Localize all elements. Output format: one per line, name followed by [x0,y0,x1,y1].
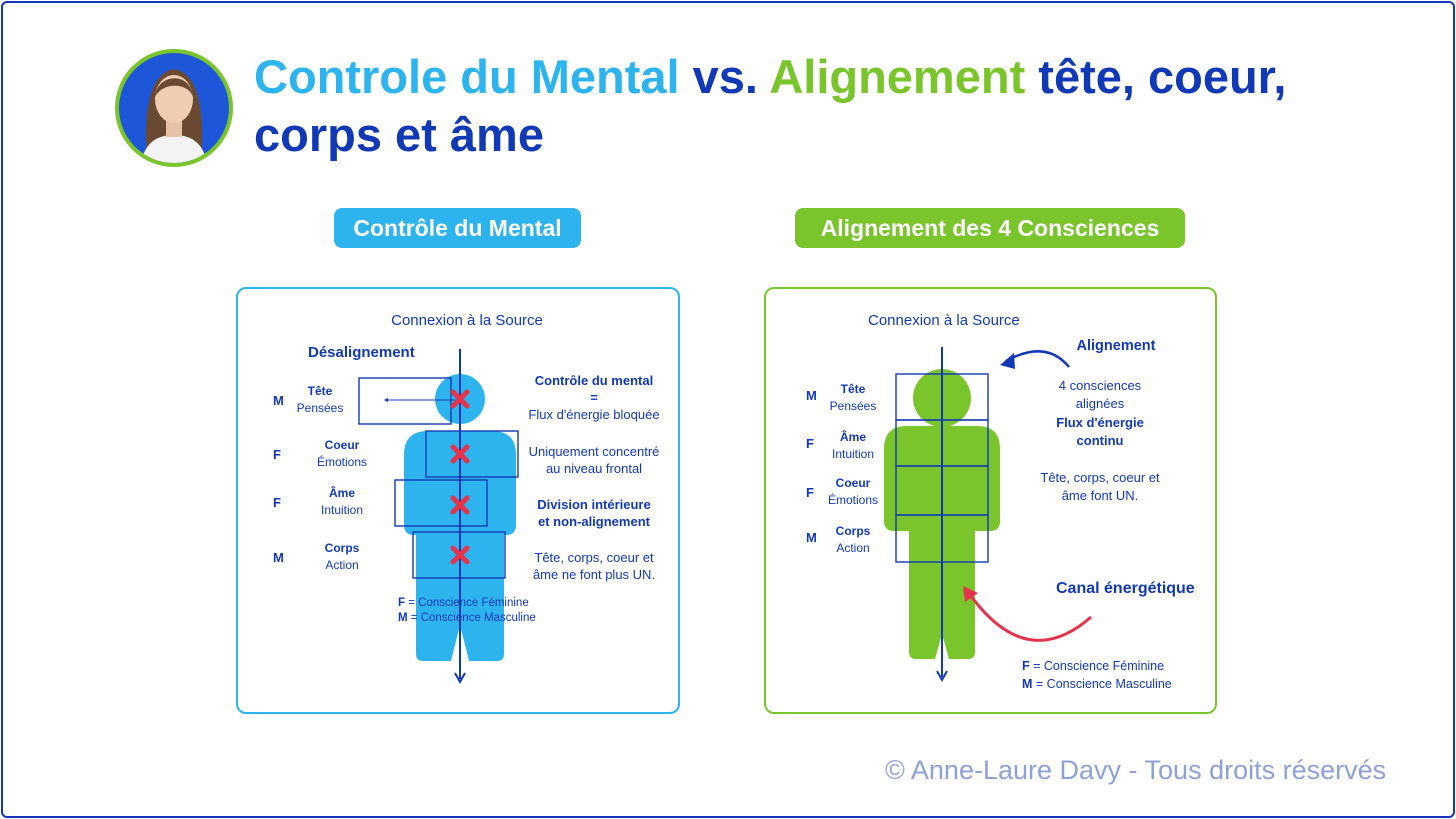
legend-f-val: = Conscience Féminine [1029,659,1165,673]
green-figure-diagram [884,347,1092,683]
right-legend-f: F = Conscience Féminine [1022,658,1164,675]
left-level-letter: F [273,495,281,510]
left-level-name: Coeur [324,438,360,452]
legend-m-key: M [1022,677,1033,691]
note-division-l1: Division intérieure [537,497,651,512]
right-level-letter: F [806,436,814,451]
note-controle-sub: Flux d'énergie bloquée [528,407,660,422]
right-level-name: Corps [835,524,871,538]
note-flux-l1: Flux d'énergie [1056,415,1144,430]
legend-f-key: F [398,597,406,609]
note-flux-l2: continu [1076,433,1124,448]
right-level-letter: M [806,388,817,403]
note-alignement-l1: 4 consciences [1058,378,1142,393]
right-level-name: Coeur [835,476,871,490]
left-level-sub: Intuition [320,503,364,517]
pill-controle-mental: Contrôle du Mental [334,208,581,248]
note-font-un-l1: Tête, corps, coeur et [1040,470,1160,485]
right-level-letter: F [806,485,814,500]
copyright-watermark: © Anne-Laure Davy - Tous droits réservés [885,755,1387,785]
left-heading: Désalignement [308,344,415,361]
legend-m-key: M [398,612,408,624]
note-frontal-l2: au niveau frontal [545,461,643,476]
left-level-letter: M [273,393,284,408]
left-level-sub: Émotions [316,455,368,469]
left-level-letter: M [273,550,284,565]
page-title: Controle du Mental vs. Alignement tête, … [254,48,1304,164]
title-part-rest: tête, coeur, corps et âme [254,50,1287,161]
legend-m-val: = Conscience Masculine [407,612,536,624]
note-alignement-title: Alignement [1076,338,1156,354]
left-level-sub: Pensées [296,401,344,415]
right-level-sub: Intuition [831,447,875,461]
left-level-letter: F [273,447,281,462]
title-part-alignement: Alignement [769,50,1026,103]
note-frontal-l1: Uniquement concentré [528,444,660,459]
canal-energetique-label: Canal énergétique [1056,580,1195,597]
right-level-name: Âme [839,430,866,444]
pill-alignement: Alignement des 4 Consciences [795,208,1185,248]
right-legend-m: M = Conscience Masculine [1022,676,1172,693]
left-legend-f: F = Conscience Féminine [398,596,529,611]
title-part-vs: vs. [679,50,770,103]
right-level-name: Tête [840,382,866,396]
note-font-un-l2: âme font UN. [1061,488,1139,503]
panel-alignement: Connexion à la Source M Tête Pensées F Â… [764,287,1217,714]
note-alignement-l2: alignées [1075,396,1125,411]
left-level-sub: Action [325,558,359,572]
blue-figure-diagram [358,349,519,685]
left-level-name: Tête [307,384,333,398]
left-level-name: Âme [328,486,355,500]
legend-f-val: = Conscience Féminine [405,597,529,609]
note-controle-title: Contrôle du mental [534,373,654,388]
author-avatar [115,49,233,167]
note-division-l2: et non-alignement [538,514,650,529]
note-controle-eq: = [590,390,598,405]
left-level-name: Corps [324,541,360,555]
right-source-label: Connexion à la Source [868,312,1020,329]
note-plus-un-l1: Tête, corps, coeur et [534,550,654,565]
left-source-label: Connexion à la Source [391,312,543,329]
blocked-cross-icons [450,389,470,565]
legend-f-key: F [1022,659,1030,673]
right-level-sub: Pensées [829,399,877,413]
legend-m-val: = Conscience Masculine [1032,677,1172,691]
panel-controle-mental: Connexion à la Source Désalignement M Tê… [236,287,680,714]
canal-arrow-icon [966,591,1092,642]
note-plus-un-l2: âme ne font plus UN. [532,567,656,582]
right-level-sub: Action [836,541,870,555]
title-part-mental: Controle du Mental [254,50,680,103]
right-level-letter: M [806,530,817,545]
right-level-sub: Émotions [827,493,879,507]
left-legend-m: M = Conscience Masculine [398,611,536,626]
